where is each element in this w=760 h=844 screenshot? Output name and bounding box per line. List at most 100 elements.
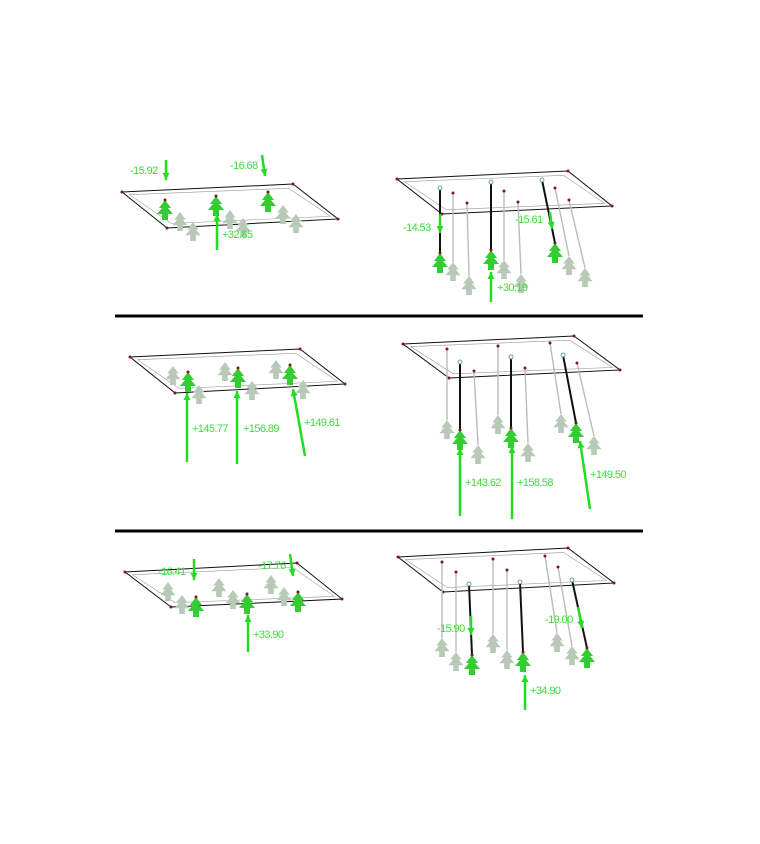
support-active-icon <box>180 372 196 392</box>
node-top <box>560 352 566 358</box>
support-active-icon <box>483 250 499 270</box>
support-ghost-icon <box>445 262 461 281</box>
reaction-label: -19.00 <box>545 614 573 626</box>
reaction-label: +30.19 <box>497 282 528 294</box>
arrowhead-icon <box>577 620 585 628</box>
support-ghost-icon <box>553 414 569 434</box>
reaction-label: +33.90 <box>253 629 284 641</box>
node <box>585 646 589 650</box>
column-ghost <box>554 187 570 257</box>
support-active-icon <box>230 368 246 388</box>
support-ghost-icon <box>211 578 227 597</box>
reaction-label: +149.50 <box>590 469 626 481</box>
support-ghost-icon <box>586 436 602 456</box>
arrowhead-icon <box>190 573 198 580</box>
arrowhead-icon <box>162 173 170 180</box>
node <box>165 226 169 230</box>
node <box>572 334 576 338</box>
node <box>123 570 127 574</box>
node <box>445 347 449 351</box>
arrowhead-icon <box>213 214 221 221</box>
column-active <box>541 179 556 244</box>
node <box>214 194 218 198</box>
node <box>396 555 400 559</box>
support-active-icon <box>290 592 306 612</box>
node <box>186 370 190 374</box>
arrowhead-icon <box>436 226 444 233</box>
node <box>618 368 622 372</box>
column-ghost <box>544 555 558 634</box>
node <box>173 391 177 395</box>
node <box>502 189 506 193</box>
support-ghost-icon <box>561 256 577 275</box>
plate-inner-outline <box>404 552 608 588</box>
node-top <box>437 185 443 191</box>
node <box>120 190 124 194</box>
node-top <box>569 577 575 583</box>
support-active-icon <box>239 594 255 614</box>
node <box>236 366 240 370</box>
column-active <box>562 354 577 424</box>
reaction-arrow <box>578 440 592 510</box>
node <box>451 191 455 195</box>
support-active-icon <box>157 200 173 220</box>
node <box>548 341 552 345</box>
node <box>395 177 399 181</box>
support-ghost-icon <box>165 366 181 386</box>
node <box>163 198 167 202</box>
node <box>516 200 520 204</box>
support-active-icon <box>568 423 584 443</box>
node <box>194 595 198 599</box>
support-ghost-icon <box>490 415 506 435</box>
node-top <box>517 579 523 585</box>
column-ghost <box>576 362 595 437</box>
arrowhead-icon <box>508 446 516 453</box>
reaction-label: -17.76 <box>258 560 286 572</box>
node <box>169 605 173 609</box>
node <box>296 590 300 594</box>
support-active-icon <box>452 430 468 450</box>
support-ghost-icon <box>549 633 565 653</box>
arrowhead-icon <box>290 389 298 397</box>
column-ghost <box>524 367 529 444</box>
node <box>472 369 476 373</box>
column-active <box>519 581 524 653</box>
plate-inner-outline <box>136 352 339 389</box>
support-active-icon <box>464 655 480 675</box>
node <box>295 561 299 565</box>
node <box>447 376 451 380</box>
node <box>553 186 557 190</box>
support-ghost-icon <box>520 443 536 463</box>
support-ghost-icon <box>470 445 486 465</box>
support-active-icon <box>188 597 204 617</box>
reaction-label: +156.89 <box>243 423 279 435</box>
support-ghost-icon <box>434 638 450 658</box>
arrowhead-icon <box>547 221 555 229</box>
node <box>336 217 340 221</box>
reaction-label: +32.85 <box>222 229 253 241</box>
column-ghost <box>549 342 562 415</box>
node-top <box>466 581 472 587</box>
support-ghost-icon <box>263 575 279 594</box>
reaction-label: -15.90 <box>437 623 465 635</box>
node <box>298 347 302 351</box>
support-ghost-icon <box>577 268 593 287</box>
reaction-label: -16.41 <box>158 566 186 578</box>
reaction-label: +145.77 <box>192 423 228 435</box>
column-ghost <box>568 199 586 269</box>
support-ghost-icon <box>222 210 238 230</box>
column-ghost <box>466 202 470 277</box>
reaction-label: -15.61 <box>515 214 543 226</box>
node <box>566 546 570 550</box>
node <box>496 344 500 348</box>
reaction-label: -16.68 <box>230 160 258 172</box>
support-ghost-icon <box>185 222 201 242</box>
support-active-icon <box>260 192 276 212</box>
node <box>401 342 405 346</box>
node <box>440 560 444 564</box>
node-top <box>457 359 463 365</box>
support-ghost-icon <box>448 652 464 671</box>
node <box>438 251 442 255</box>
arrowhead-icon <box>577 441 585 449</box>
